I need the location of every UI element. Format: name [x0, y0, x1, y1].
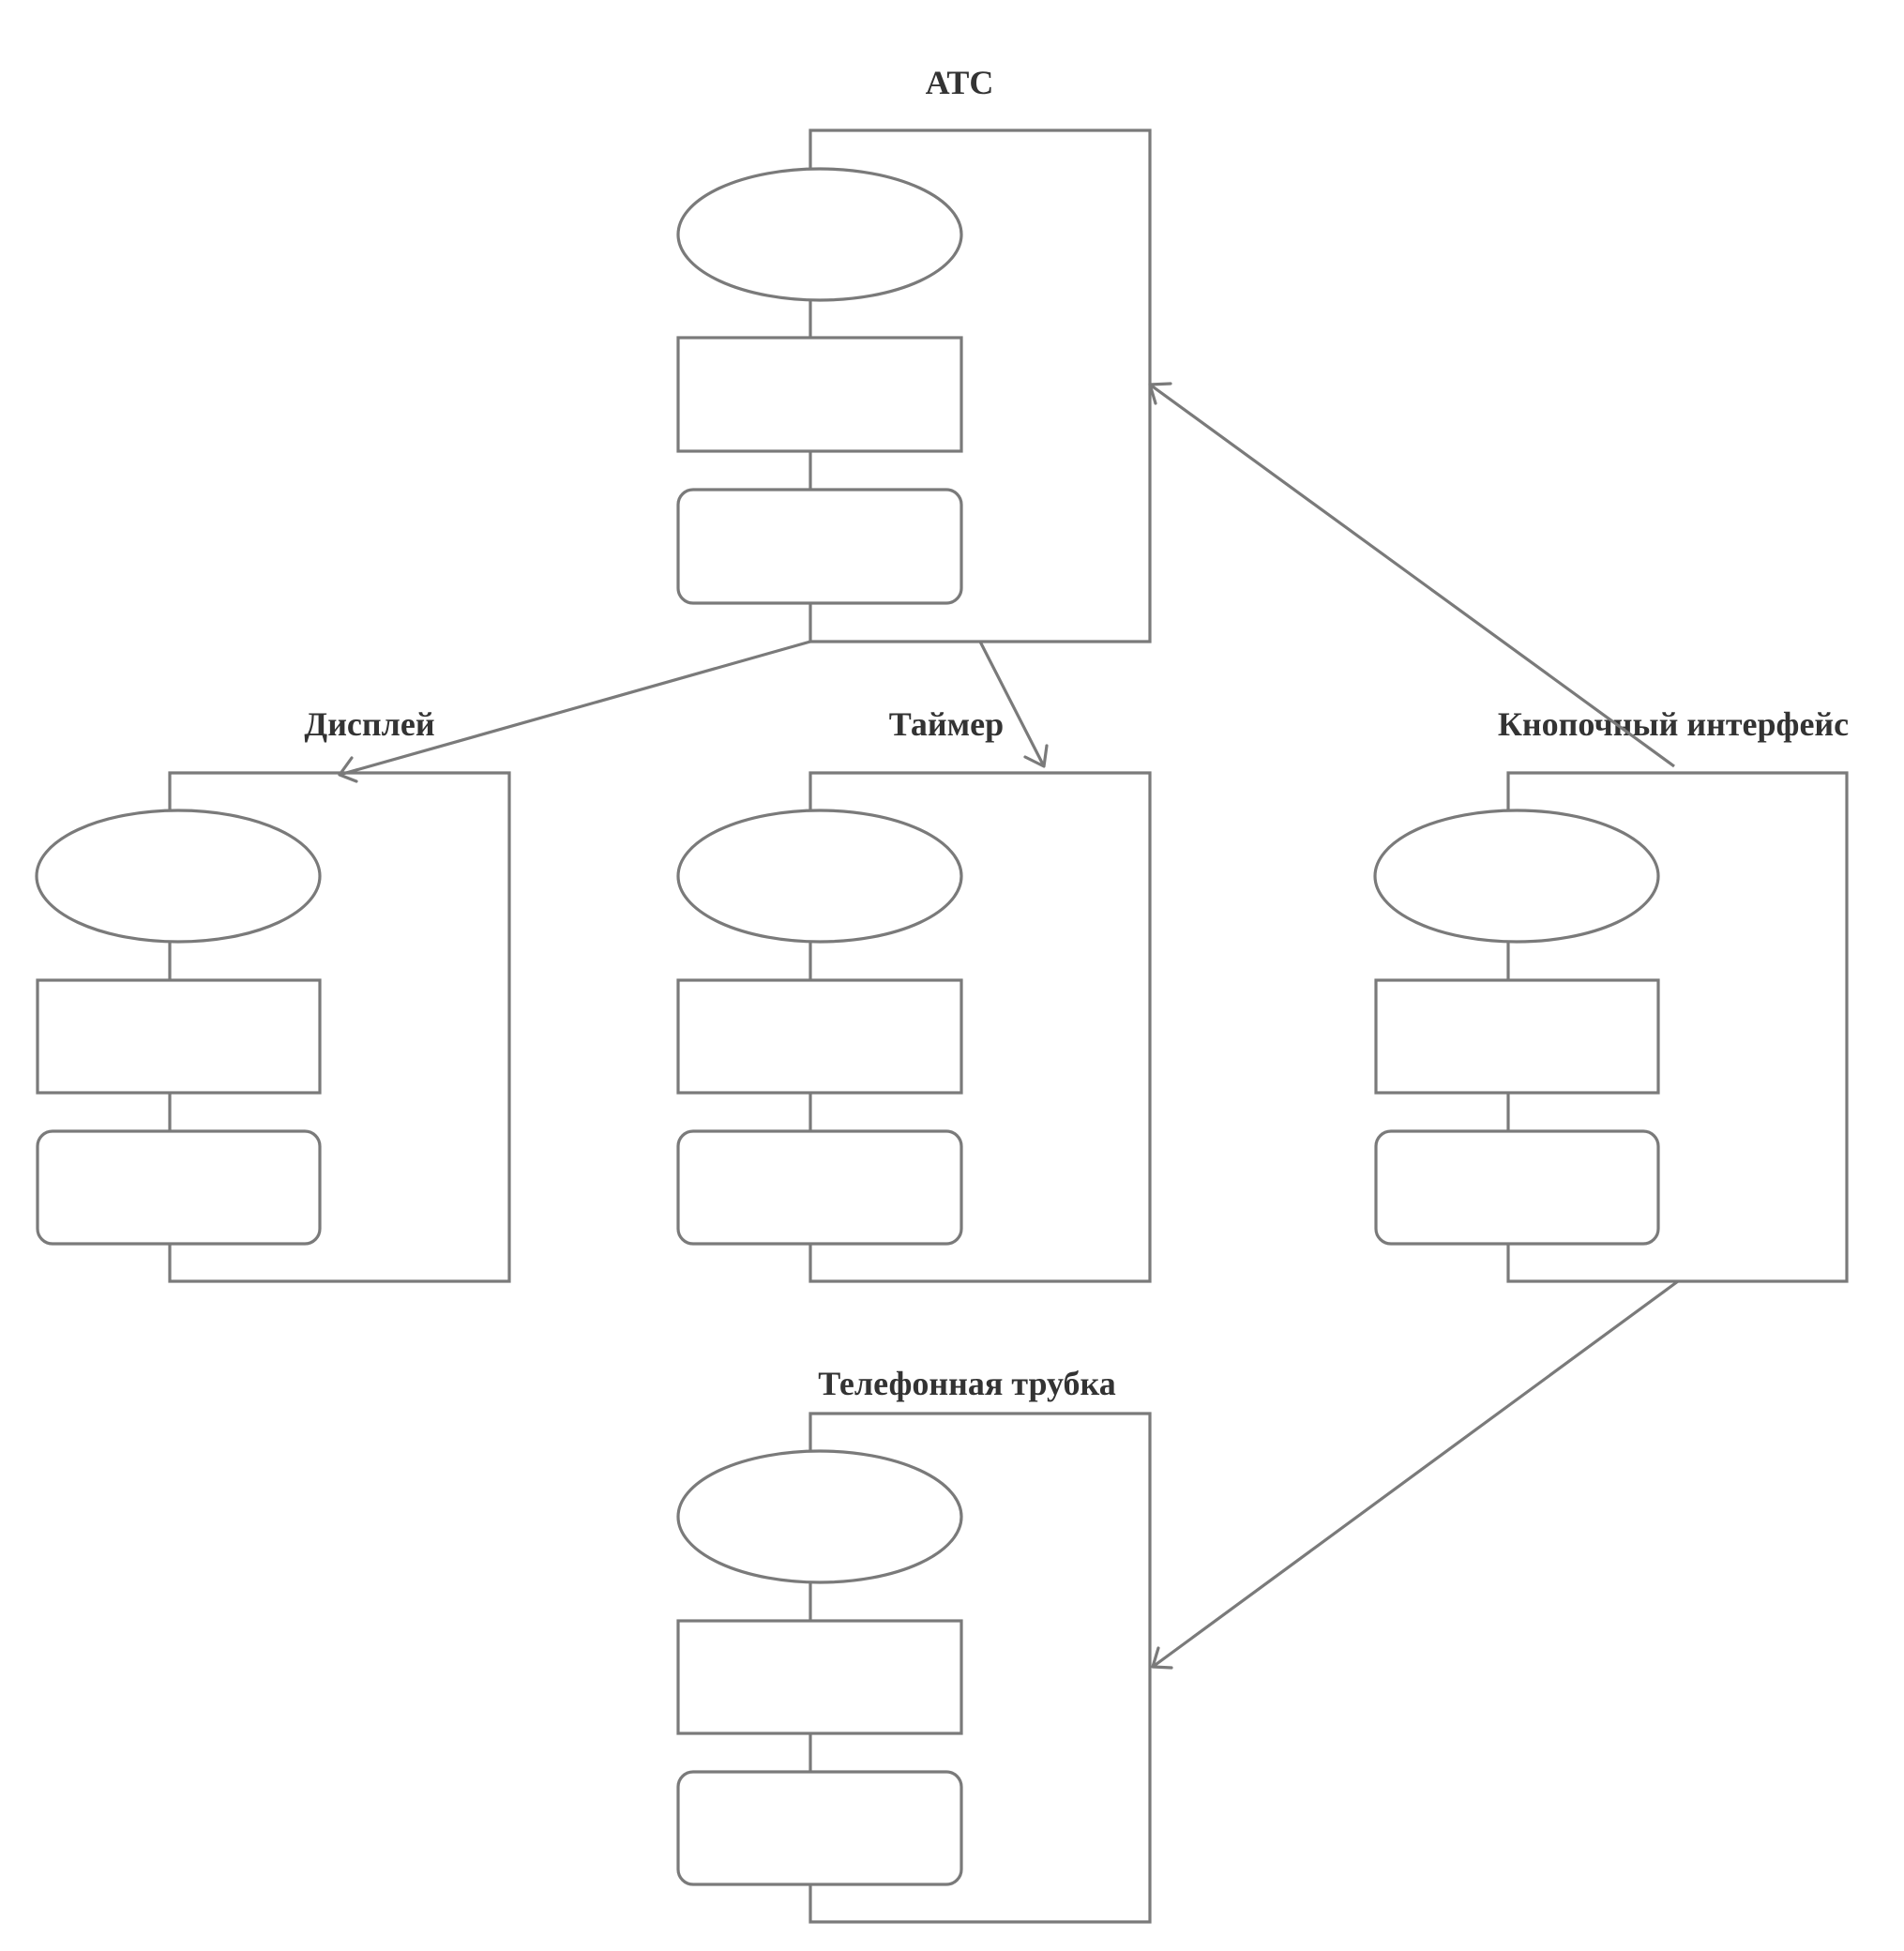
node-ellipse-atc [676, 167, 963, 302]
node-rounded-rect-handset [676, 1770, 963, 1886]
node-rect-atc [676, 336, 963, 453]
node-frame-timer [808, 771, 1152, 1283]
node-timer[interactable]: Таймер [676, 705, 1152, 1283]
arrowhead-icon [338, 756, 358, 783]
node-rect-buttons [1374, 978, 1660, 1095]
node-buttons[interactable]: Кнопочный интерфейс [1373, 705, 1849, 1283]
node-rounded-rect-display [36, 1129, 322, 1246]
edge-buttons-to-handset[interactable] [1151, 1279, 1679, 1670]
edge-line [978, 641, 1046, 767]
edge-line [339, 640, 811, 777]
node-ellipse-display [35, 809, 322, 944]
node-rounded-rect-timer [676, 1129, 963, 1246]
node-frame-atc [808, 129, 1152, 643]
arrowhead-icon [1023, 744, 1049, 768]
node-handset[interactable]: Телефонная трубка [676, 1365, 1152, 1924]
node-title-handset: Телефонная трубка [818, 1365, 1116, 1402]
arrowhead-icon [1151, 1646, 1173, 1670]
node-ellipse-buttons [1373, 809, 1660, 944]
node-rect-handset [676, 1619, 963, 1735]
node-ellipse-handset [676, 1449, 963, 1584]
node-display[interactable]: Дисплей [35, 705, 511, 1283]
node-title-atc: АТС [926, 64, 994, 101]
node-frame-buttons [1506, 771, 1849, 1283]
node-ellipse-timer [676, 809, 963, 944]
node-title-display: Дисплей [304, 705, 434, 743]
node-frame-display [168, 771, 511, 1283]
node-title-buttons: Кнопочный интерфейс [1498, 705, 1849, 743]
edge-line [1152, 1279, 1679, 1669]
node-title-timer: Таймер [889, 705, 1004, 743]
node-rect-timer [676, 978, 963, 1095]
edge-atc-to-display[interactable] [338, 640, 811, 783]
node-rounded-rect-atc [676, 488, 963, 605]
edge-atc-to-timer[interactable] [978, 641, 1049, 768]
edge-buttons-to-atc[interactable] [1148, 382, 1675, 768]
node-frame-handset [808, 1412, 1152, 1924]
arrowhead-icon [1148, 382, 1172, 405]
edge-line [1149, 383, 1675, 768]
node-rounded-rect-buttons [1374, 1129, 1660, 1246]
node-atc[interactable]: АТС [676, 64, 1152, 643]
node-rect-display [36, 978, 322, 1095]
